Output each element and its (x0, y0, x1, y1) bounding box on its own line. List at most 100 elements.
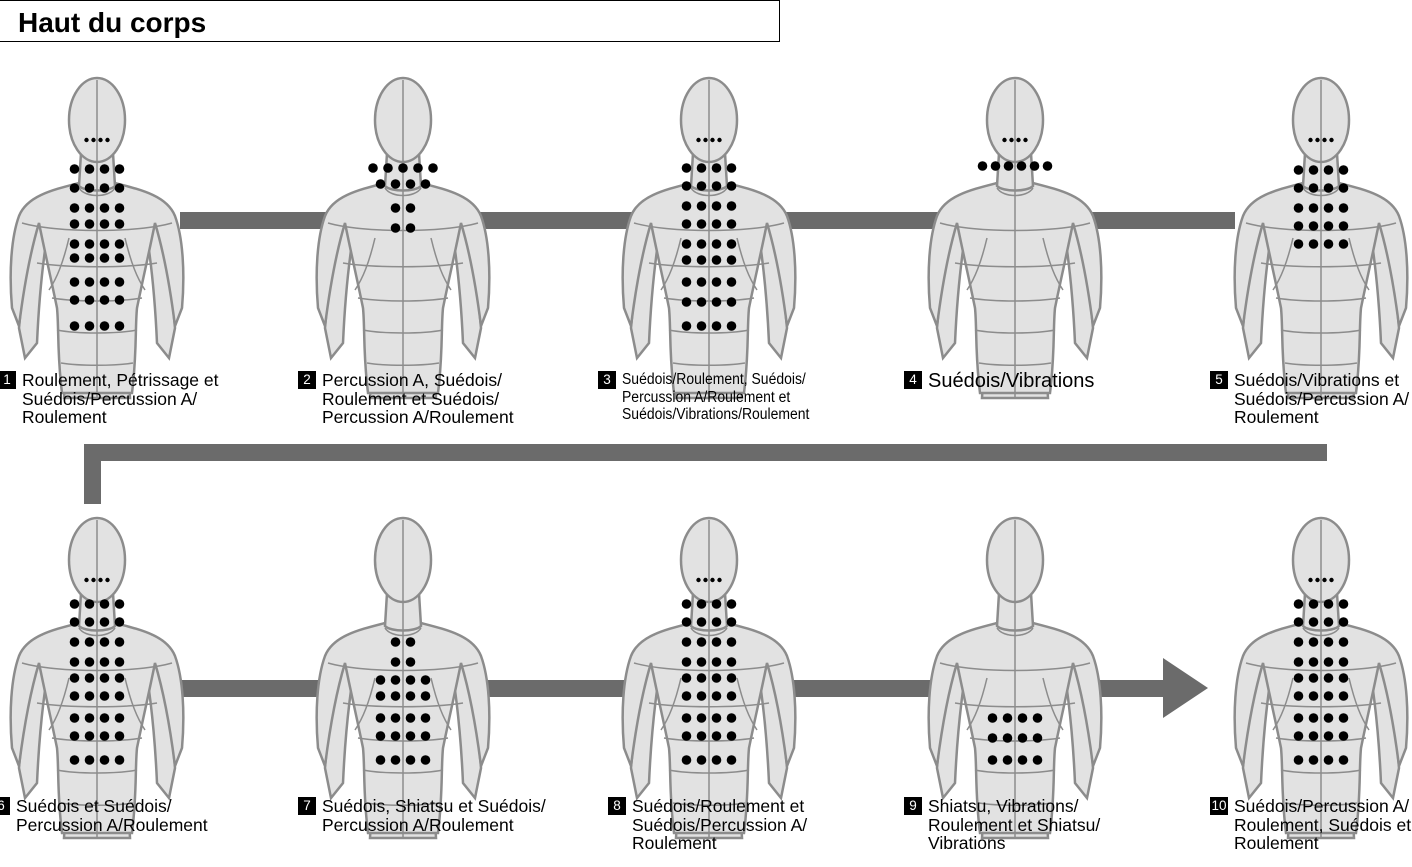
massage-dot (114, 637, 125, 647)
massage-dot (1016, 161, 1027, 171)
massage-dot (696, 219, 707, 229)
step-description-line: Suédois/Roulement et (632, 796, 805, 816)
massage-dot (84, 183, 95, 193)
massage-dot (375, 755, 386, 765)
massage-dot (1032, 755, 1043, 765)
massage-dot (1293, 203, 1304, 213)
step-number-badge: 1 (0, 371, 16, 389)
massage-dot (405, 223, 416, 233)
massage-dot (1338, 691, 1349, 701)
massage-dot (1323, 617, 1334, 627)
massage-dot (99, 731, 110, 741)
massage-dot (726, 755, 737, 765)
step-description-line: Suédois, Shiatsu et Suédois/ (322, 796, 546, 816)
massage-dot (390, 731, 401, 741)
step-description: Suédois/Roulement, Suédois/Percussion A/… (622, 371, 809, 424)
massage-dot (69, 277, 80, 287)
massage-dot (405, 203, 416, 213)
massage-dot (1002, 733, 1013, 743)
massage-dot (726, 731, 737, 741)
massage-dot (1338, 183, 1349, 193)
massage-dot (390, 179, 401, 189)
massage-dot (405, 691, 416, 701)
massage-dot (987, 733, 998, 743)
massage-dot (405, 713, 416, 723)
massage-dot (69, 691, 80, 701)
massage-dot (726, 277, 737, 287)
massage-dot (711, 673, 722, 683)
massage-dot (1293, 657, 1304, 667)
massage-dot (84, 691, 95, 701)
massage-dot (114, 277, 125, 287)
massage-dot (99, 673, 110, 683)
massage-dot (1338, 713, 1349, 723)
massage-dot (681, 713, 692, 723)
body-figure-2 (315, 76, 491, 400)
massage-dot (1338, 599, 1349, 609)
massage-dot (1315, 137, 1320, 143)
massage-dot (726, 239, 737, 249)
massage-dot (1338, 165, 1349, 175)
massage-dot (114, 295, 125, 305)
massage-dot (375, 675, 386, 685)
massage-dot (84, 164, 95, 174)
step-description: Suédois/Percussion A/Roulement, Suédois … (1234, 797, 1411, 853)
massage-dot (696, 201, 707, 211)
massage-dot (84, 137, 89, 143)
step-number-badge: 3 (598, 371, 616, 389)
massage-dot (84, 657, 95, 667)
massage-dot (405, 755, 416, 765)
massage-dot (99, 253, 110, 263)
massage-dot (69, 203, 80, 213)
massage-dot (375, 731, 386, 741)
massage-dot (1323, 691, 1334, 701)
step-description-line: Suédois et Suédois/ (16, 796, 172, 816)
step-number-badge: 10 (1210, 797, 1228, 815)
massage-dot (84, 203, 95, 213)
massage-dot (1308, 673, 1319, 683)
massage-dot (428, 163, 438, 173)
massage-dot (69, 713, 80, 723)
massage-dot (98, 577, 103, 583)
massage-dot (711, 239, 722, 249)
massage-dot (1293, 637, 1304, 647)
massage-dot (681, 239, 692, 249)
step-description-line: Roulement, Suédois et (1234, 814, 1412, 835)
massage-dot (1323, 221, 1334, 231)
massage-dot (98, 137, 103, 143)
massage-dot (681, 755, 692, 765)
massage-dot (696, 599, 707, 609)
massage-dot (1029, 161, 1040, 171)
massage-dot (84, 617, 95, 627)
massage-dot (368, 163, 378, 173)
massage-dot (681, 673, 692, 683)
massage-dot (375, 691, 386, 701)
massage-point-dots (69, 137, 1349, 765)
massage-dot (114, 657, 125, 667)
step-description-line: Shiatsu, Vibrations/ (928, 796, 1079, 816)
massage-dot (390, 691, 401, 701)
massage-dot (1293, 713, 1304, 723)
massage-dot (1338, 673, 1349, 683)
massage-dot (711, 713, 722, 723)
massage-dot (696, 255, 707, 265)
massage-dot (1308, 755, 1319, 765)
step-description-line: Percussion A, Suédois/ (322, 370, 502, 390)
massage-dot (1308, 183, 1319, 193)
massage-dot (711, 599, 722, 609)
massage-dot (99, 203, 110, 213)
massage-dot (696, 297, 707, 307)
massage-dot (681, 219, 692, 229)
massage-dot (1003, 161, 1014, 171)
massage-dot (1338, 239, 1349, 249)
step-number-badge: 8 (608, 797, 626, 815)
body-figure-6 (9, 516, 185, 840)
massage-dot (390, 675, 401, 685)
massage-dot (1308, 691, 1319, 701)
massage-dot (84, 253, 95, 263)
body-figure-1 (9, 76, 185, 400)
step-description-line: Roulement et Suédois/ (322, 388, 500, 409)
